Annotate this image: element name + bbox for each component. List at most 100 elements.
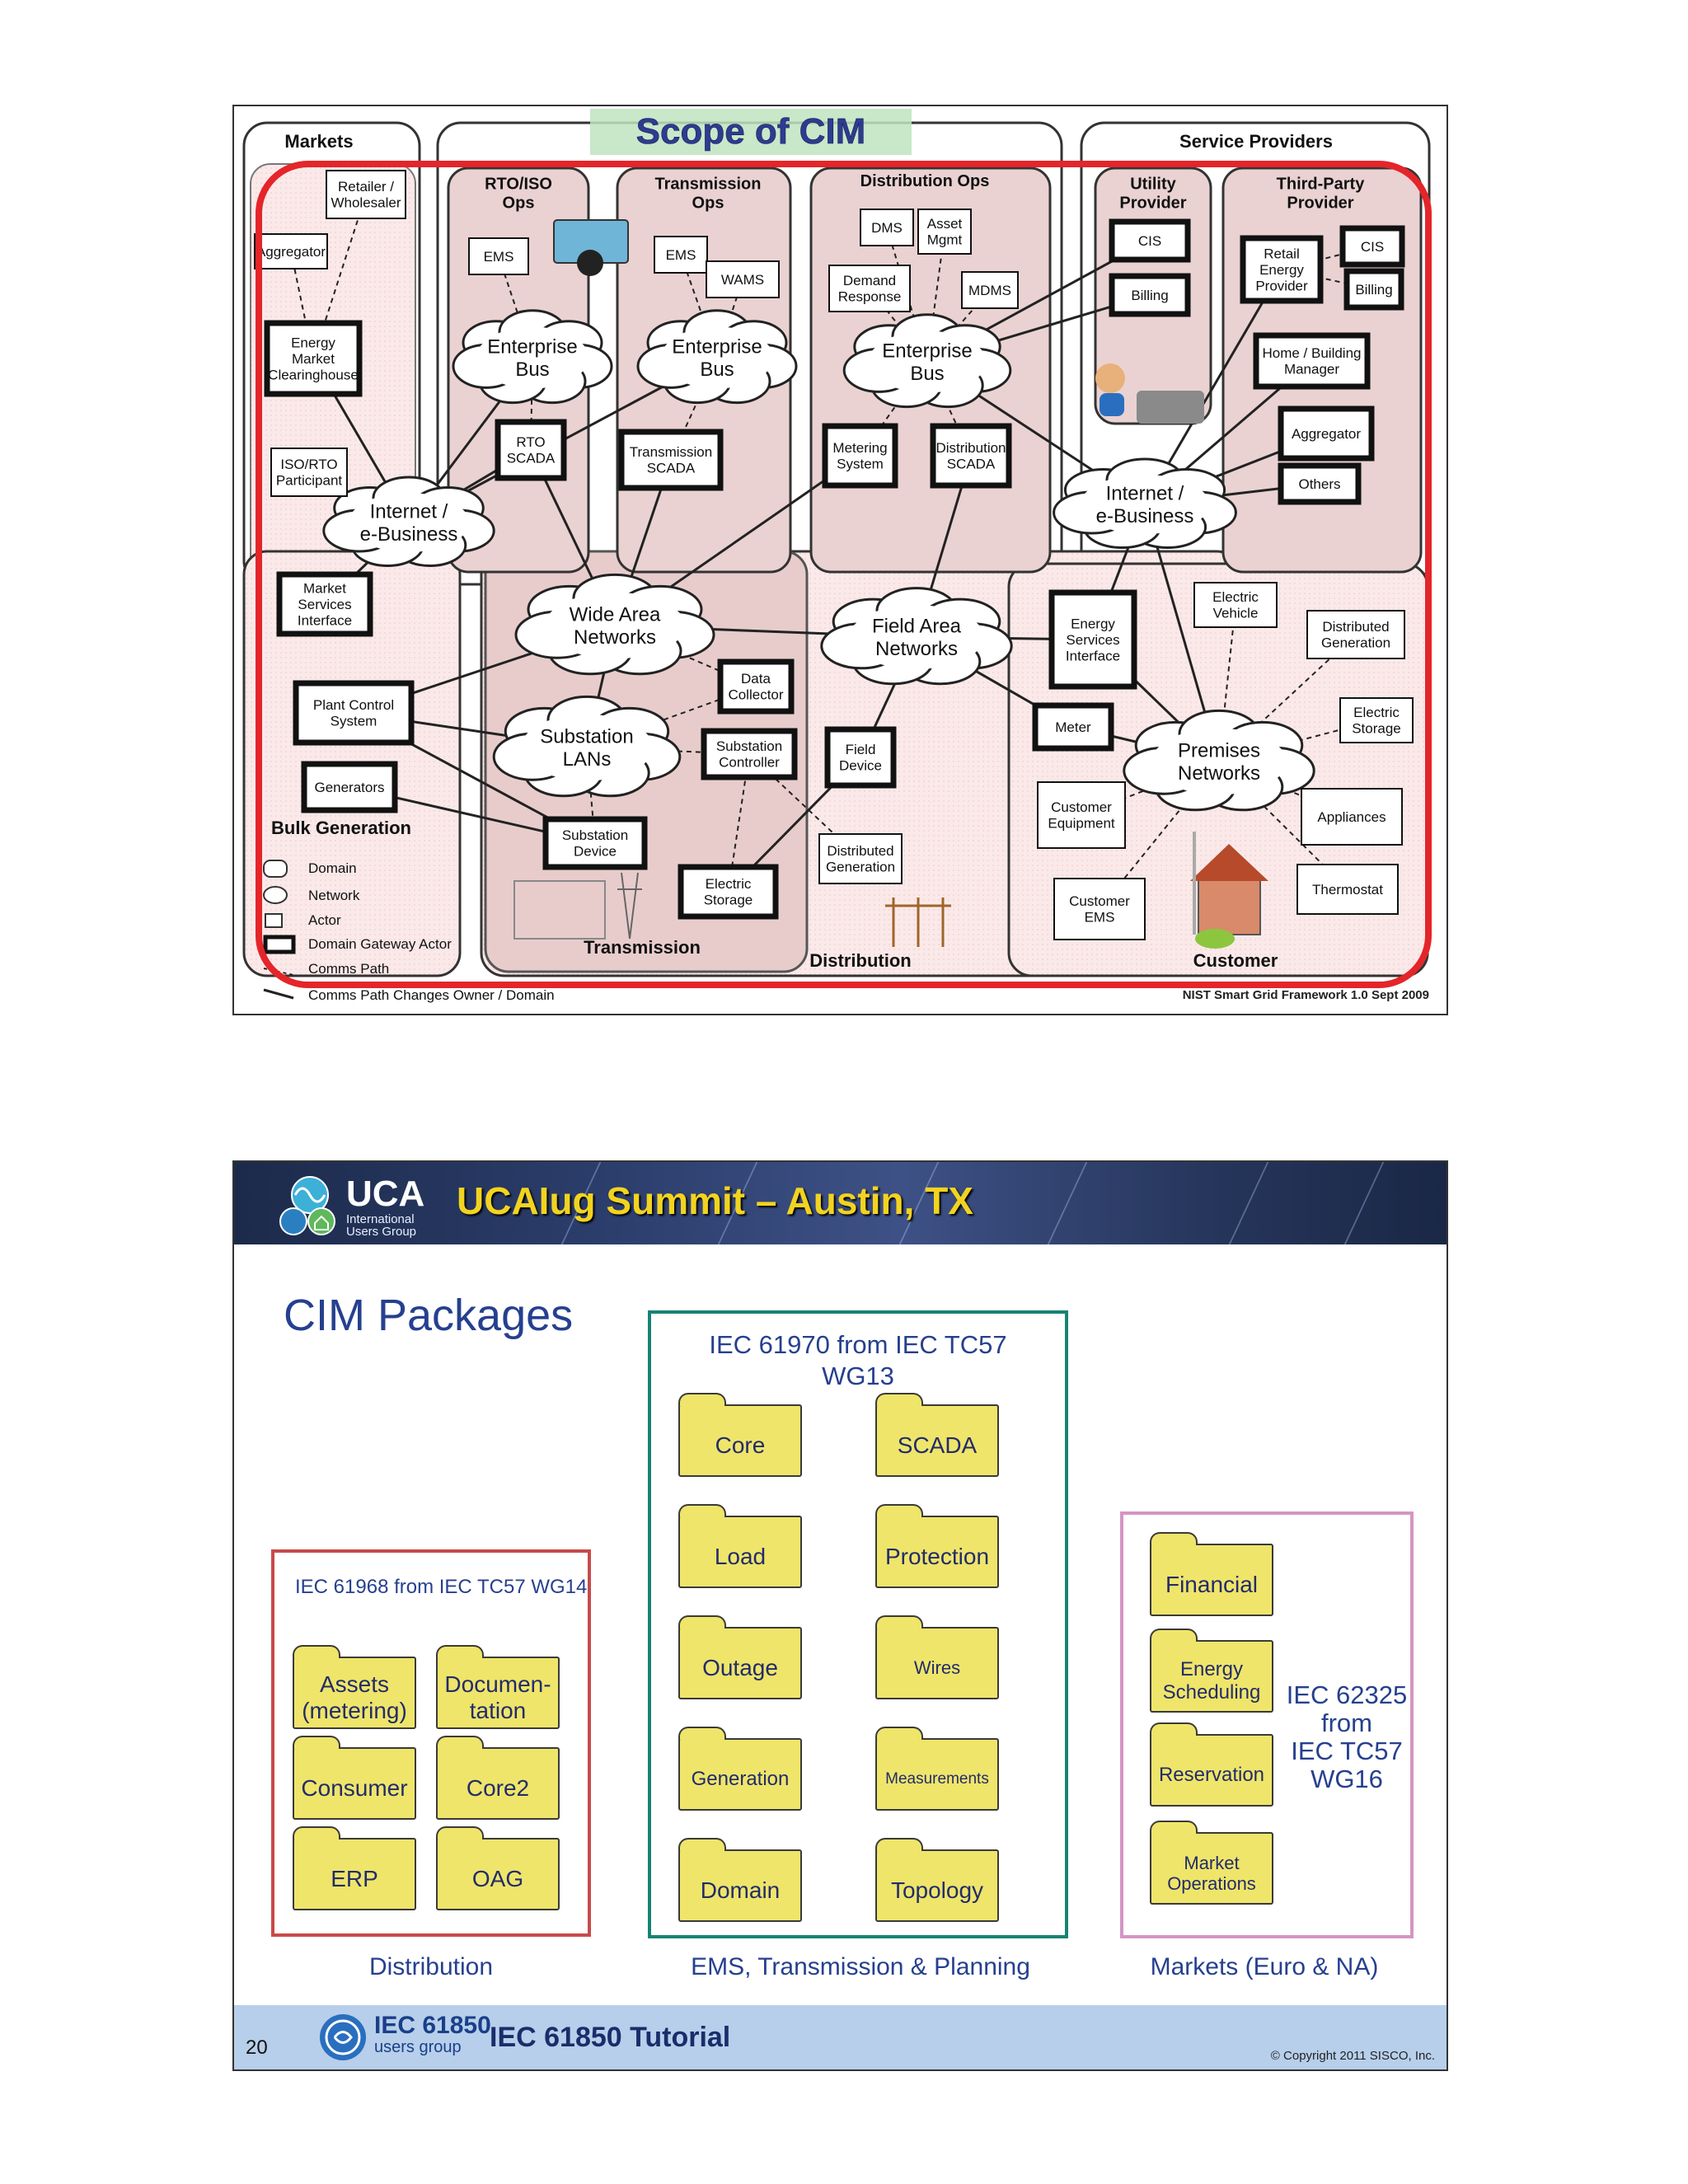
actor-billing-u: Billing (1109, 273, 1191, 317)
legend-label: Comms Path Changes Owner / Domain (308, 987, 555, 1003)
title-highlight (590, 109, 912, 155)
package-folder: Load (678, 1504, 802, 1588)
package-folder: Consumer (293, 1736, 416, 1820)
actor-meter: Meter (1032, 702, 1114, 752)
actor-label: Services (1066, 632, 1119, 648)
actor-label: Energy (291, 335, 335, 350)
package-folder: Core2 (436, 1736, 560, 1820)
actor-label: SCADA (507, 451, 556, 466)
actor-label: SCADA (647, 461, 696, 476)
actor-label: Storage (704, 893, 753, 908)
actor-label: Plant Control (313, 697, 394, 713)
domain-label: Customer (1193, 950, 1278, 971)
wg16-label-line: IEC TC57 (1291, 1736, 1403, 1765)
package-label: Protection (884, 1543, 990, 1569)
network-label: Field Area (872, 616, 962, 638)
actor-ems1: EMS (468, 237, 529, 275)
actor-label: EMS (1085, 910, 1115, 926)
operator-icon (577, 250, 603, 276)
wg16-label-line: from (1321, 1708, 1372, 1737)
actor-wams: WAMS (706, 260, 780, 298)
actor-label: EMS (666, 247, 696, 263)
network-label: Bus (910, 363, 944, 385)
legend-domain-swatch (263, 860, 288, 878)
domain-label: Distribution Ops (860, 172, 990, 190)
actor-label: CIS (1361, 239, 1384, 255)
comms-path (1218, 604, 1236, 762)
package-label: Consumer (301, 1774, 408, 1801)
package-label: Load (714, 1543, 767, 1569)
legend-gateway-swatch (263, 935, 296, 954)
package-label: Domain (700, 1877, 781, 1903)
wg14-group: IEC 61968 from IEC TC57 WG14 Assets(mete… (271, 1549, 591, 1937)
package-folder: Financial (1150, 1532, 1273, 1616)
actor-label: SCADA (947, 457, 996, 472)
package-label: Financial (1165, 1571, 1259, 1597)
actor-label: Services (298, 597, 351, 612)
package-label: Assets(metering) (302, 1671, 407, 1723)
domain-label: RTO/ISO (485, 176, 552, 194)
network-cloud-internet-left: Internet /e-Business (322, 476, 495, 567)
uca-logo-subtitle-2: Users Group (346, 1225, 417, 1239)
actor-label: Demand (843, 273, 896, 288)
actor-label: Generation (826, 860, 895, 875)
package-label: Outage (702, 1654, 778, 1680)
domain-label: Third-Party (1277, 176, 1366, 194)
package-folder: OAG (436, 1826, 560, 1910)
wg13-label-2: WG13 (822, 1361, 894, 1390)
actor-label: Electric (1353, 705, 1400, 720)
actor-label: Asset (927, 216, 963, 232)
network-label: Internet / (1106, 483, 1184, 505)
actor-generators: Generators (301, 761, 398, 813)
package-label: Core2 (466, 1774, 530, 1801)
pylon-icon (617, 872, 642, 940)
legend-label: Actor (308, 912, 341, 928)
actor-label: Billing (1131, 288, 1168, 303)
network-label: e-Business (360, 523, 458, 546)
wg16-label-line: WG16 (1311, 1765, 1383, 1793)
package-label: OAG (471, 1865, 524, 1891)
substation-icon (513, 880, 606, 940)
iec-logo-subtitle: users group (374, 2038, 462, 2056)
legend-actor-swatch (265, 913, 283, 928)
network-cloud-internet-right: Internet /e-Business (1053, 457, 1237, 549)
actor-label: Thermostat (1312, 882, 1383, 898)
actor-label: Participant (276, 473, 343, 489)
domain-label: Distribution (809, 950, 911, 971)
actor-label: Interface (1066, 649, 1120, 664)
actor-cis-u: CIS (1109, 218, 1191, 263)
cim-scope-boundary (256, 161, 1432, 988)
actor-label: EMS (484, 249, 514, 265)
legend-network-swatch (263, 886, 288, 904)
package-folder: Documen-tation (436, 1645, 560, 1729)
actor-label: Electric (1212, 589, 1259, 605)
actor-label: Device (839, 758, 882, 774)
actor-label: WAMS (721, 272, 764, 288)
comms-path (1281, 269, 1375, 290)
actor-label: Vehicle (1213, 606, 1259, 621)
network-label: Bus (515, 359, 549, 381)
source-credit: NIST Smart Grid Framework 1.0 Sept 2009 (1183, 988, 1429, 1002)
actor-label: Generators (314, 780, 384, 795)
package-folder: Wires (875, 1615, 999, 1699)
domain-label: Transmission (584, 937, 701, 958)
title-banner: UCA International Users Group UCAIug Sum… (234, 1162, 1447, 1244)
package-label: SCADA (897, 1432, 978, 1458)
